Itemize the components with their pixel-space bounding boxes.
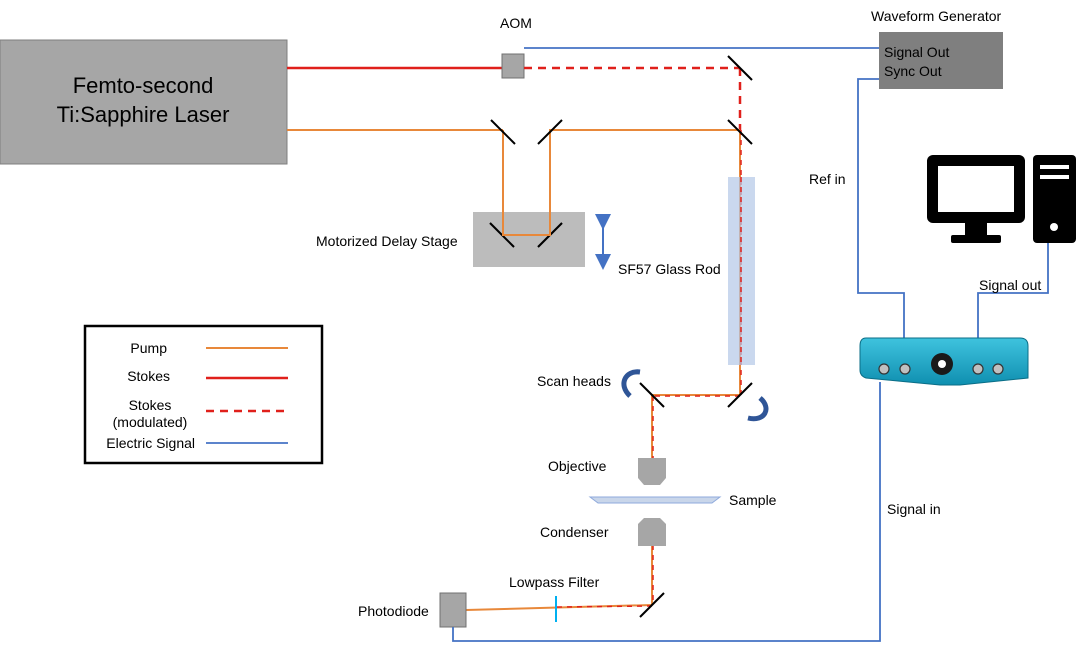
objective-label: Objective xyxy=(548,458,607,474)
lockin-amplifier-device xyxy=(859,337,1029,386)
computer-monitor-icon xyxy=(927,155,1025,243)
rotate-arrow-icon xyxy=(621,369,641,398)
sample-label: Sample xyxy=(729,492,777,508)
glass-rod-label: SF57 Glass Rod xyxy=(618,261,721,277)
objective xyxy=(638,458,666,485)
delay-stage xyxy=(473,212,585,267)
legend-pump-label: Pump xyxy=(130,340,167,356)
condenser-label: Condenser xyxy=(540,524,609,540)
waveform-generator xyxy=(879,32,1003,89)
stokes-modulated-beam xyxy=(524,66,742,130)
electric-signal-lines xyxy=(452,47,1049,642)
delay-stage-label: Motorized Delay Stage xyxy=(316,233,458,249)
photodiode xyxy=(439,592,467,628)
delay-stage-beam xyxy=(502,212,551,236)
legend-stokes-mod-line1: Stokes xyxy=(129,397,172,413)
legend-electric-label: Electric Signal xyxy=(106,435,195,451)
signal-in-label: Signal in xyxy=(887,501,941,517)
sample-slide xyxy=(588,496,722,504)
aom-label: AOM xyxy=(500,15,532,31)
sync-out-label: Sync Out xyxy=(884,63,942,79)
laser-label-line1: Femto-second xyxy=(73,73,214,98)
ref-in-label: Ref in xyxy=(809,171,846,187)
scan-heads-label: Scan heads xyxy=(537,373,611,389)
legend-stokes-label: Stokes xyxy=(127,368,170,384)
waveform-generator-label: Waveform Generator xyxy=(871,8,1002,24)
condenser xyxy=(638,518,666,546)
mirrors xyxy=(489,55,753,618)
legend-stokes-mod-line2: (modulated) xyxy=(113,414,188,430)
signal-out-computer-label: Signal out xyxy=(979,277,1041,293)
legend: Pump Stokes Stokes (modulated) Electric … xyxy=(83,324,324,465)
laser-label-line2: Ti:Sapphire Laser xyxy=(57,102,230,127)
rotate-arrow-icon xyxy=(747,396,769,422)
computer-tower-icon xyxy=(1033,155,1076,243)
photodiode-label: Photodiode xyxy=(358,603,429,619)
aom-box xyxy=(501,53,525,79)
laser-box: Femto-second Ti:Sapphire Laser xyxy=(0,39,288,165)
lowpass-filter-label: Lowpass Filter xyxy=(509,574,600,590)
signal-out-label: Signal Out xyxy=(884,44,949,60)
pump-beam xyxy=(287,129,741,611)
